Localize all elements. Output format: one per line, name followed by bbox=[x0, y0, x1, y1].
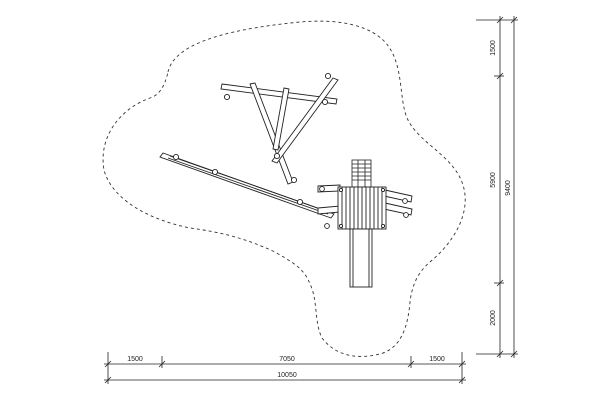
beam-end-cap bbox=[296, 198, 304, 206]
slide bbox=[349, 228, 373, 288]
log-end-cap bbox=[273, 152, 281, 160]
vertical-dimension-labels: 1500 5900 2000 9400 bbox=[490, 40, 512, 326]
log-end-cap bbox=[324, 223, 330, 229]
post-cap bbox=[380, 187, 386, 193]
slide-chute bbox=[349, 228, 373, 288]
log-beam-top bbox=[220, 83, 338, 105]
dim-tick bbox=[458, 360, 466, 368]
dim-tick bbox=[496, 72, 504, 80]
dim-label-top: 1500 bbox=[490, 40, 497, 56]
horizontal-dimension-labels: 1500 7050 1500 10050 bbox=[127, 356, 445, 379]
dim-label-total-width: 10050 bbox=[277, 372, 297, 379]
dim-tick bbox=[104, 360, 112, 368]
dim-tick bbox=[496, 16, 504, 24]
dim-tick bbox=[458, 376, 466, 384]
log-end-cap bbox=[319, 186, 325, 192]
dim-tick bbox=[510, 350, 518, 358]
dim-tick bbox=[496, 350, 504, 358]
dim-tick bbox=[104, 376, 112, 384]
dim-label-middle: 5900 bbox=[490, 172, 497, 188]
log-end-cap bbox=[223, 93, 231, 101]
log-beam-middle bbox=[272, 87, 290, 151]
post-cap bbox=[338, 187, 344, 193]
post-cap bbox=[338, 223, 344, 229]
side-log-right-upper bbox=[383, 189, 413, 203]
dim-label-bottom: 2000 bbox=[490, 310, 497, 326]
dim-tick bbox=[158, 360, 166, 368]
dim-label-total-height: 9400 bbox=[505, 180, 512, 196]
platform-side-logs bbox=[317, 184, 413, 229]
balance-beam-groove bbox=[167, 157, 329, 215]
triangle-log-frame bbox=[220, 72, 339, 185]
dim-tick bbox=[496, 279, 504, 287]
log-end-cap bbox=[324, 72, 332, 80]
dim-label-right: 1500 bbox=[429, 356, 445, 363]
dim-tick bbox=[510, 16, 518, 24]
post-cap bbox=[380, 223, 386, 229]
platform-deck bbox=[337, 186, 387, 230]
vertical-dimensions bbox=[476, 16, 518, 358]
dim-label-center: 7050 bbox=[279, 356, 295, 363]
dim-label-left: 1500 bbox=[127, 356, 143, 363]
log-end-cap bbox=[321, 98, 329, 106]
beam-end-cap bbox=[211, 168, 219, 176]
dim-tick bbox=[407, 360, 415, 368]
safety-zone-boundary bbox=[102, 20, 466, 357]
log-end-cap bbox=[290, 176, 298, 184]
log-beam-right bbox=[271, 77, 339, 164]
side-log-left-lower bbox=[317, 205, 341, 215]
balance-beam bbox=[159, 152, 335, 219]
climbing-ladder bbox=[351, 159, 372, 188]
beam-end-cap bbox=[172, 153, 180, 161]
balance-beam-groove bbox=[169, 155, 330, 213]
log-end-cap bbox=[402, 198, 408, 204]
log-end-cap bbox=[403, 212, 409, 218]
horizontal-dimensions bbox=[104, 352, 466, 384]
